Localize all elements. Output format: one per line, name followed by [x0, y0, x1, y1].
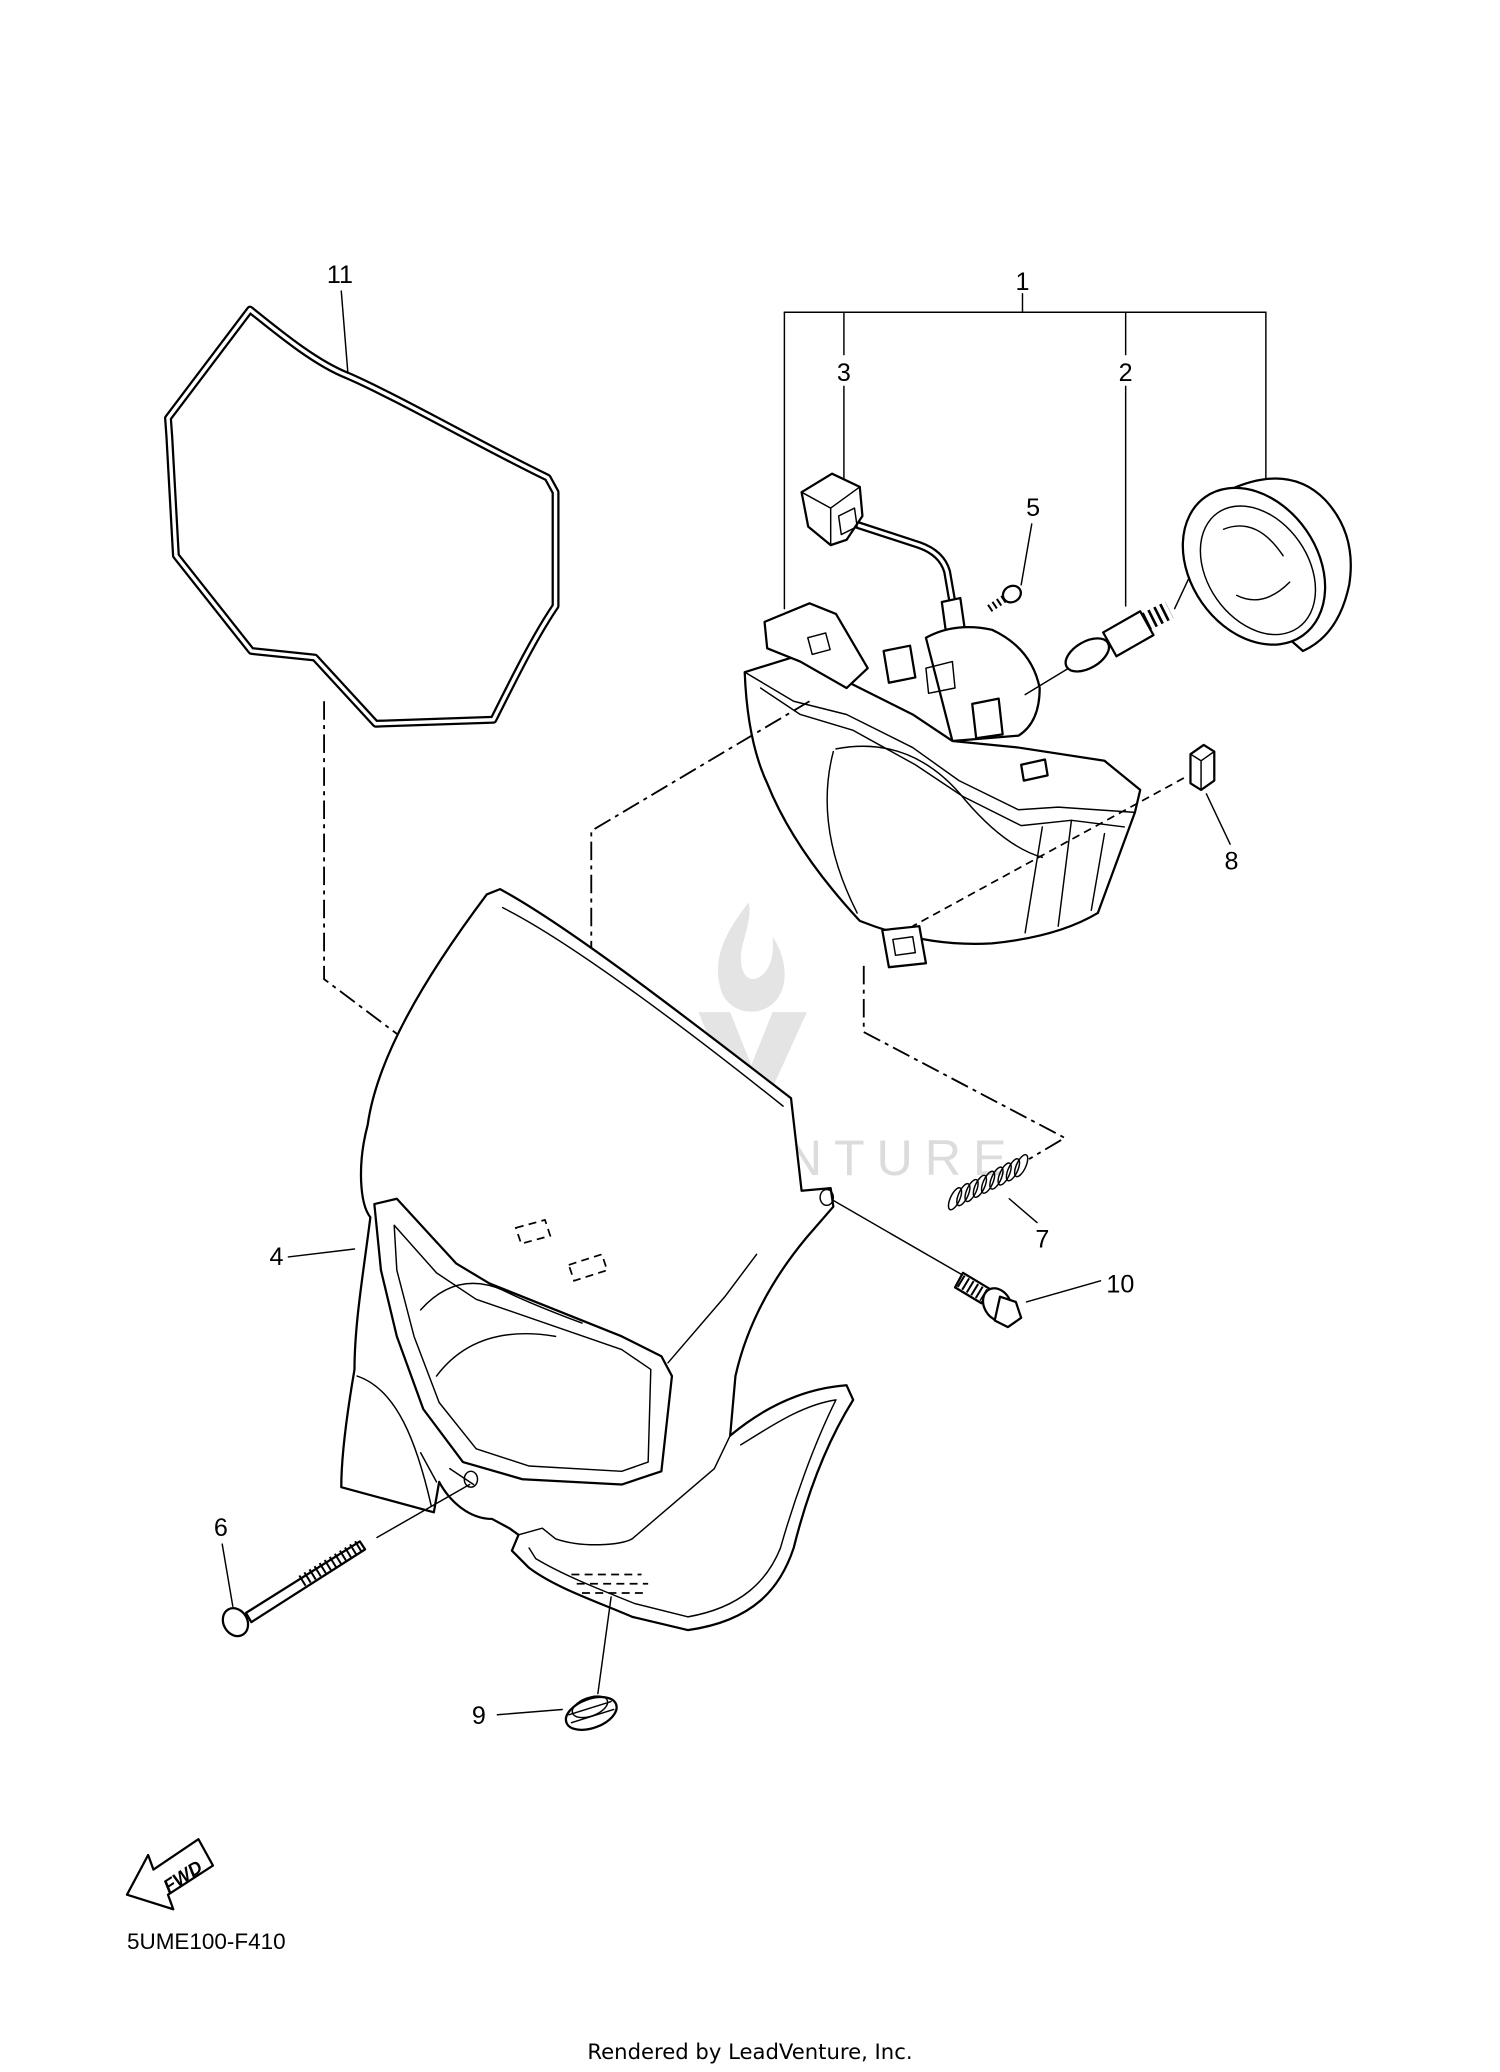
callout-1: 1 — [1015, 268, 1029, 296]
callout-11: 11 — [327, 261, 353, 289]
callout-8: 8 — [1224, 847, 1238, 875]
part-11-gasket — [164, 305, 560, 728]
bulb-cover — [1173, 477, 1352, 653]
leader-9 — [496, 1708, 563, 1716]
leader-10 — [1025, 1280, 1102, 1303]
part-10-bolt — [827, 1196, 1023, 1329]
callout-5: 5 — [1026, 494, 1040, 522]
part-7-spring — [947, 1153, 1029, 1211]
callout-9: 9 — [472, 1702, 486, 1730]
bracket-1 — [783, 293, 1267, 610]
leader-7 — [1008, 1198, 1038, 1224]
leader-6 — [221, 1543, 234, 1607]
part-9-grommet — [564, 1596, 618, 1731]
diagram-code: 5UME100-F410 — [127, 1929, 286, 1954]
callout-6: 6 — [214, 1514, 228, 1542]
part-1-headlight-assembly — [743, 602, 1142, 969]
fwd-arrow-icon: FWD — [125, 1838, 215, 1911]
leader-5 — [1020, 523, 1033, 586]
callout-4: 4 — [269, 1243, 283, 1271]
part-8-nut — [1189, 743, 1216, 792]
callout-7: 7 — [1035, 1226, 1049, 1254]
part-2-bulb — [1024, 601, 1174, 696]
part-4-cowl — [340, 888, 855, 1632]
part-6-bolt — [221, 1483, 471, 1638]
leader-4 — [287, 1248, 356, 1258]
callout-10: 10 — [1106, 1271, 1134, 1299]
callout-2: 2 — [1119, 359, 1133, 387]
assembly-line-8 — [912, 777, 1185, 927]
rendered-by-footer: Rendered by LeadVenture, Inc. — [587, 2039, 912, 2064]
assembly-line-tab — [862, 965, 1067, 1160]
leadventure-logo-icon — [698, 902, 807, 1115]
part-5-screw — [987, 584, 1022, 612]
leader-11 — [340, 290, 349, 374]
leader-8 — [1205, 793, 1231, 845]
callout-3: 3 — [837, 359, 851, 387]
